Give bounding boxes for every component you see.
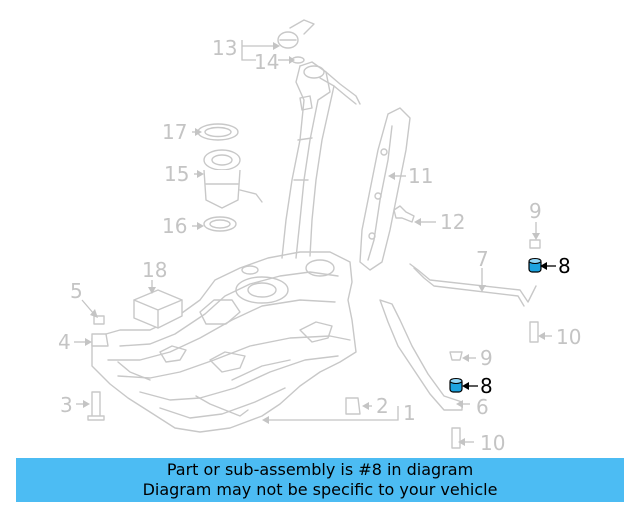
seal-16: [203, 216, 237, 232]
highlighted-part-8-upper[interactable]: [528, 258, 542, 273]
info-banner: Part or sub-assembly is #8 in diagram Di…: [16, 458, 624, 502]
callout-7: 7: [476, 247, 489, 271]
nut-9a: [529, 239, 541, 249]
control-module-18: [133, 289, 183, 329]
callout-15: 15: [164, 162, 189, 186]
callout-10-lower: 10: [480, 431, 505, 455]
filler-neck: [281, 61, 361, 259]
parts-diagram: 13 14 17 15 16 11 12 9 8 7 18 5 4 10 9 8…: [58, 19, 581, 455]
heat-shield-11: [359, 107, 411, 271]
callout-12: 12: [440, 210, 465, 234]
nut-9b: [449, 351, 463, 361]
fuel-tank: [91, 251, 357, 433]
callout-14: 14: [254, 50, 279, 74]
callout-18: 18: [142, 258, 167, 282]
bushing-2: [345, 397, 361, 415]
callout-8-lower[interactable]: 8: [480, 374, 493, 398]
callout-2: 2: [376, 394, 389, 418]
bolt-10a: [529, 321, 539, 343]
bolt-12: [393, 205, 415, 223]
callout-13: 13: [212, 36, 237, 60]
filler-cap-13: [277, 19, 315, 49]
fuel-pump-15: [203, 149, 263, 209]
callout-10-upper: 10: [556, 325, 581, 349]
callout-16: 16: [162, 214, 187, 238]
callout-8-upper[interactable]: 8: [558, 254, 571, 278]
callout-1: 1: [403, 401, 416, 425]
strap-6: [379, 299, 463, 411]
strap-7: [409, 263, 537, 307]
callout-9-lower: 9: [480, 346, 493, 370]
callout-11: 11: [408, 164, 433, 188]
callout-6: 6: [476, 395, 489, 419]
callout-5: 5: [70, 279, 83, 303]
bushing-4: [91, 333, 109, 347]
bolt-10b: [451, 427, 461, 449]
callout-4: 4: [58, 330, 71, 354]
lock-ring-17: [197, 123, 239, 141]
bolt-5: [93, 315, 105, 325]
banner-line-1: Part or sub-assembly is #8 in diagram: [166, 460, 474, 479]
seal-16-inner: [209, 219, 231, 229]
callout-9-upper: 9: [529, 199, 542, 223]
highlighted-part-8-lower[interactable]: [449, 378, 463, 393]
bolt-3: [87, 391, 105, 421]
banner-line-2: Diagram may not be specific to your vehi…: [142, 480, 498, 499]
callout-17: 17: [162, 120, 187, 144]
lock-ring-17-inner: [204, 126, 232, 138]
callout-3: 3: [60, 393, 73, 417]
